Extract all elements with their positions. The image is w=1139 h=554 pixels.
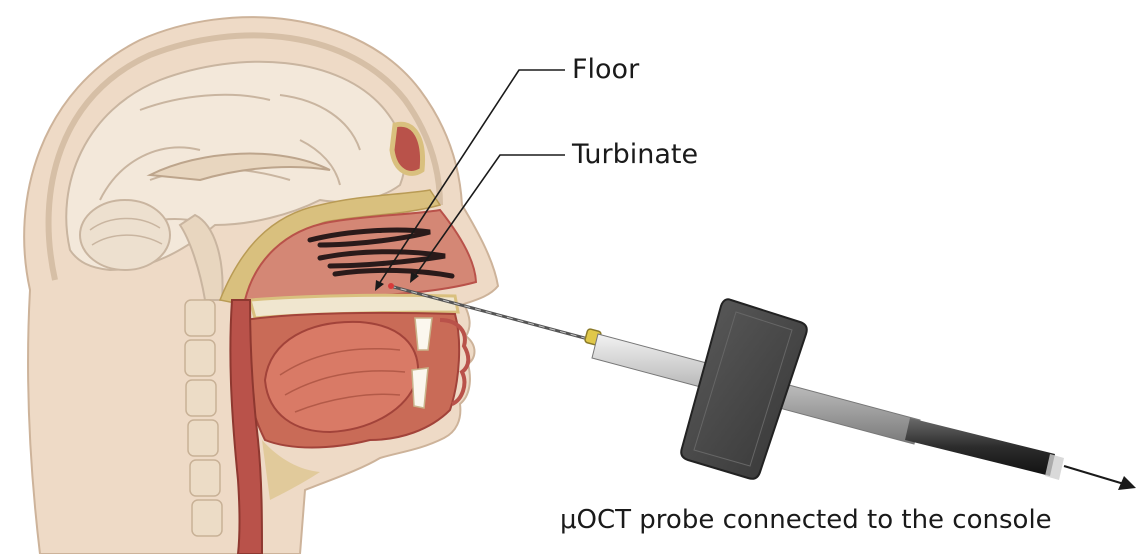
probe-tip: [388, 283, 394, 289]
floor-label: Floor: [572, 56, 639, 83]
console-box: [681, 299, 807, 479]
frontal-sinus: [392, 124, 423, 173]
turbinate-label: Turbinate: [572, 141, 698, 168]
arrow-right-icon: [1064, 466, 1136, 490]
probe-caption: μOCT probe connected to the console: [560, 507, 1052, 533]
probe-cable: [905, 418, 1055, 476]
